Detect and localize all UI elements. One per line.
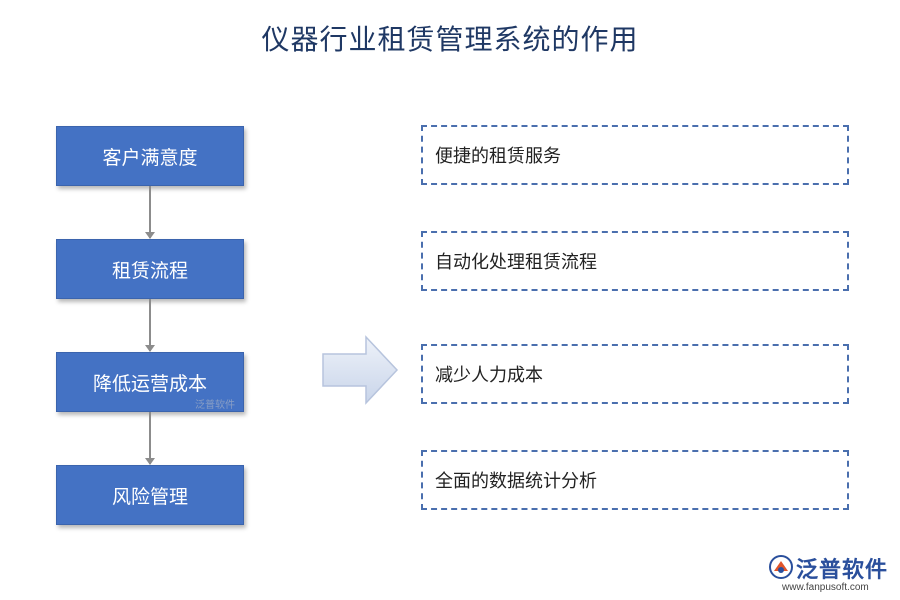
step-rental-process: 租赁流程: [56, 239, 244, 299]
brand-logo: 泛普软件 www.fanpusoft.com: [768, 552, 898, 598]
benefit-reduce-labor-cost: 减少人力成本: [421, 344, 849, 404]
benefit-automated-rental-process: 自动化处理租赁流程: [421, 231, 849, 291]
step-risk-management: 风险管理: [56, 465, 244, 525]
logo-mark-icon: [769, 555, 793, 579]
step-reduce-operating-cost: 降低运营成本: [56, 352, 244, 412]
connector-arrow-3: [145, 412, 155, 465]
connector-arrow-2: [145, 299, 155, 352]
connector-arrow-1: [145, 186, 155, 239]
benefit-comprehensive-data-analysis: 全面的数据统计分析: [421, 450, 849, 510]
benefit-convenient-rental-service: 便捷的租赁服务: [421, 125, 849, 185]
watermark-text: 泛普软件: [195, 400, 235, 411]
step-customer-satisfaction: 客户满意度: [56, 126, 244, 186]
logo-url: www.fanpusoft.com: [782, 582, 869, 593]
right-arrow-icon: [322, 335, 399, 405]
diagram-title: 仪器行业租赁管理系统的作用: [261, 23, 639, 56]
logo-name: 泛普软件: [796, 558, 889, 583]
